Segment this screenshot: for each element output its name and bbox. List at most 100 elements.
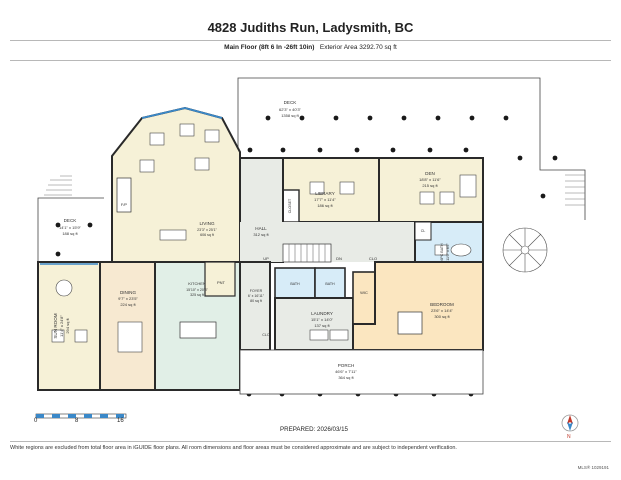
svg-text:186 sq ft: 186 sq ft	[317, 203, 333, 208]
svg-text:SUN ROOM: SUN ROOM	[53, 313, 58, 338]
foyer	[239, 261, 271, 351]
svg-text:WIC: WIC	[360, 290, 368, 295]
laundry-dims: 15'1" x 14'0"	[311, 317, 334, 322]
den-name: DEN	[425, 171, 435, 176]
fp-name: F/P	[121, 202, 128, 207]
disclaimer: White regions are excluded from total fl…	[10, 445, 457, 451]
spiral-stair	[502, 227, 548, 273]
clo-foyer-name: CLO	[262, 333, 270, 337]
kitchen-area: 325 sq ft	[190, 293, 204, 297]
svg-text:215 sq ft: 215 sq ft	[422, 183, 438, 188]
svg-text:6PC BATH: 6PC BATH	[440, 243, 444, 261]
page-title: 4828 Judiths Run, Ladysmith, BC	[207, 20, 414, 35]
bath-right-name: 6PC BATH	[440, 243, 444, 261]
kitchen-dims: 15'10" x 20'8"	[186, 288, 208, 292]
wic-room	[352, 271, 376, 325]
svg-text:6' x 16'11": 6' x 16'11"	[248, 294, 265, 298]
bath-small2-name: BATH	[325, 282, 335, 286]
main-stairs	[282, 243, 332, 263]
svg-text:14'1" x 15'9": 14'1" x 15'9"	[59, 225, 82, 230]
library-dims: 17'7" x 11'4"	[314, 197, 336, 202]
kitchen-island	[179, 321, 217, 339]
svg-text:LAUNDRY: LAUNDRY	[311, 311, 333, 316]
svg-text:HALL: HALL	[255, 226, 267, 231]
left-deck-stairs	[37, 175, 104, 262]
porch	[239, 349, 484, 395]
svg-text:18'8" x 11'6": 18'8" x 11'6"	[419, 177, 441, 182]
svg-text:KITCHEN: KITCHEN	[188, 281, 206, 286]
deck-left-name: DECK	[64, 218, 78, 223]
bedroom-name: BEDROOM	[430, 302, 454, 307]
svg-text:9'7" x 23'5": 9'7" x 23'5"	[118, 296, 138, 301]
svg-text:224 sq ft: 224 sq ft	[120, 302, 136, 307]
living-area: 606 sq ft	[200, 233, 214, 237]
prepared-date: PREPARED: 2026/03/15	[280, 426, 348, 433]
svg-text:80 sq ft: 80 sq ft	[250, 299, 262, 303]
svg-text:DECK: DECK	[284, 100, 298, 105]
den-area: 215 sq ft	[422, 183, 438, 188]
deck-top-name: DECK	[284, 100, 298, 105]
deck-posts	[55, 115, 558, 397]
foyer-area: 80 sq ft	[250, 299, 262, 303]
porch-dims: 46'6" x 7'11"	[335, 369, 357, 374]
svg-text:BEDROOM: BEDROOM	[430, 302, 454, 307]
title-divider	[10, 40, 611, 41]
svg-text:PORCH: PORCH	[338, 363, 355, 368]
fireplace	[116, 177, 132, 213]
svg-text:CLO: CLO	[262, 333, 270, 337]
furniture	[51, 123, 477, 353]
sunroom-dims: 11'4" x 24'8"	[59, 315, 64, 337]
kitchen-name: KITCHEN	[188, 281, 206, 286]
svg-text:UP: UP	[263, 256, 269, 261]
svg-text:F/P: F/P	[121, 202, 128, 207]
svg-text:11'4" x 24'8": 11'4" x 24'8"	[59, 315, 64, 337]
living-name: LIVING	[199, 221, 214, 226]
deck-left-dims: 14'1" x 15'9"	[59, 225, 82, 230]
deck-top-outline	[237, 77, 586, 220]
svg-text:606 sq ft: 606 sq ft	[200, 233, 214, 237]
svg-text:312 sq ft: 312 sq ft	[253, 232, 269, 237]
svg-text:DECK: DECK	[64, 218, 78, 223]
library-name: LIBRARY	[315, 191, 335, 196]
svg-text:325 sq ft: 325 sq ft	[190, 293, 204, 297]
dining-name: DINING	[120, 290, 137, 295]
sunroom-name: SUN ROOM	[53, 313, 58, 338]
laundry-name: LAUNDRY	[311, 311, 333, 316]
svg-text:17'7" x 11'4": 17'7" x 11'4"	[314, 197, 336, 202]
hall-name: HALL	[255, 226, 267, 231]
exterior-area: Exterior Area 3292.70 sq ft	[319, 44, 397, 51]
bed	[397, 311, 423, 335]
svg-text:300 sq ft: 300 sq ft	[434, 314, 450, 319]
cl-name: CL	[421, 229, 426, 233]
bath-small-name: BATH	[290, 282, 300, 286]
svg-text:DEN: DEN	[425, 171, 435, 176]
deck-top-dims: 62'3" x 40'3"	[279, 107, 302, 112]
svg-text:46'6" x 7'11": 46'6" x 7'11"	[335, 369, 357, 374]
porch-name: PORCH	[338, 363, 355, 368]
foyer-name: FOYER	[250, 289, 263, 293]
bath-small2	[314, 267, 346, 299]
deck-left-area: 188 sq ft	[62, 231, 78, 236]
foyer-dims: 6' x 16'11"	[248, 294, 265, 298]
laundry-area: 137 sq ft	[314, 323, 330, 328]
svg-text:BATH: BATH	[290, 282, 300, 286]
svg-text:15'1" x 14'0": 15'1" x 14'0"	[311, 317, 334, 322]
dn-label: DN	[336, 256, 342, 261]
svg-text:137 sq ft: 137 sq ft	[314, 323, 330, 328]
svg-text:188 sq ft: 188 sq ft	[62, 231, 78, 236]
svg-text:DINING: DINING	[120, 290, 137, 295]
pantry	[204, 261, 236, 297]
den-dims: 18'8" x 11'6"	[419, 177, 441, 182]
svg-text:294 sq ft: 294 sq ft	[65, 317, 70, 333]
dining-dims: 9'7" x 23'5"	[118, 296, 138, 301]
living-windows	[141, 107, 223, 119]
svg-text:23'3" x 25'1": 23'3" x 25'1"	[197, 228, 217, 232]
up-label: UP	[263, 256, 269, 261]
svg-text:CLO: CLO	[369, 256, 377, 261]
living-dims: 23'3" x 25'1"	[197, 228, 217, 232]
closet-name: CLOSET	[288, 198, 292, 213]
mls-id: MLS® 1029191	[577, 465, 609, 470]
subtitle-divider	[10, 60, 611, 61]
scale-tick-0: 0	[34, 418, 38, 424]
